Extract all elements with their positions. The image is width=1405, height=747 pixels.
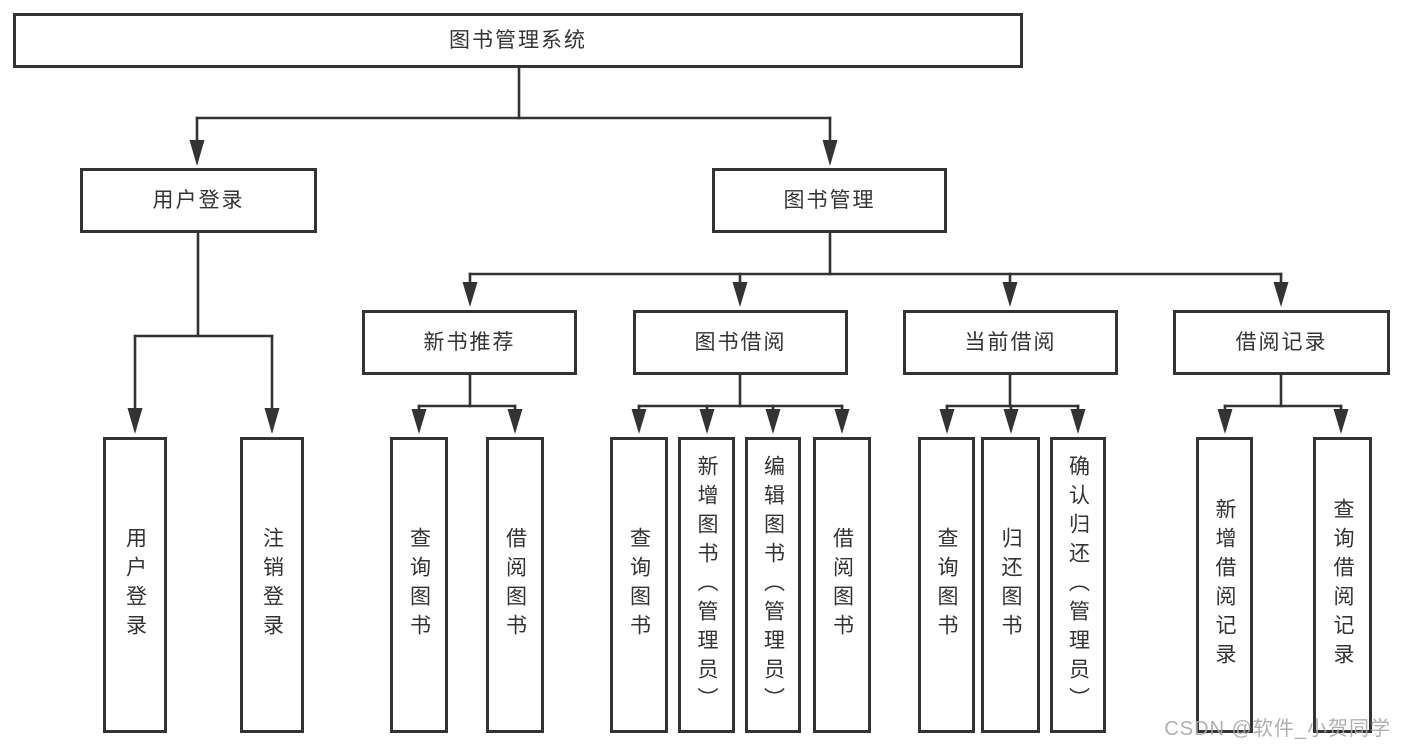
leaf-add-borrow-record: 新增借阅记录	[1196, 437, 1253, 733]
edge-borrow-records-to-leaves	[1217, 371, 1349, 434]
leaf-query-books-borrow: 查询图书	[610, 437, 668, 733]
leaf-query-books-current: 查询图书	[918, 437, 975, 733]
edge-user-login-to-leaves	[127, 229, 280, 434]
node-user-login: 用户登录	[80, 168, 317, 233]
leaf-edit-book-admin: 编辑图书（管理员）	[745, 437, 801, 733]
leaf-query-books-recommend: 查询图书	[390, 437, 448, 733]
node-new-book-recommend: 新书推荐	[362, 310, 577, 375]
edge-current-borrow-to-leaves	[939, 371, 1086, 434]
node-borrow-records: 借阅记录	[1173, 310, 1390, 375]
leaf-logout: 注销登录	[240, 437, 304, 733]
node-book-borrow: 图书借阅	[633, 310, 848, 375]
leaf-add-book-admin: 新增图书（管理员）	[678, 437, 735, 733]
node-current-borrow: 当前借阅	[903, 310, 1118, 375]
edge-root-to-level2	[189, 64, 838, 166]
leaf-query-borrow-record: 查询借阅记录	[1313, 437, 1372, 733]
edge-book-borrow-to-leaves	[631, 371, 850, 434]
node-root-system: 图书管理系统	[13, 13, 1023, 68]
node-book-management: 图书管理	[712, 168, 947, 233]
leaf-return-book: 归还图书	[981, 437, 1040, 733]
leaf-user-login: 用户登录	[103, 437, 167, 733]
leaf-confirm-return-admin: 确认归还（管理员）	[1050, 437, 1106, 733]
edge-book-management-to-level3	[462, 229, 1289, 307]
edge-new-book-recommend-to-leaves	[411, 371, 523, 434]
leaf-borrow-books: 借阅图书	[813, 437, 871, 733]
watermark: CSDN @软件_小贺同学	[1164, 718, 1391, 740]
leaf-borrow-books-recommend: 借阅图书	[486, 437, 544, 733]
